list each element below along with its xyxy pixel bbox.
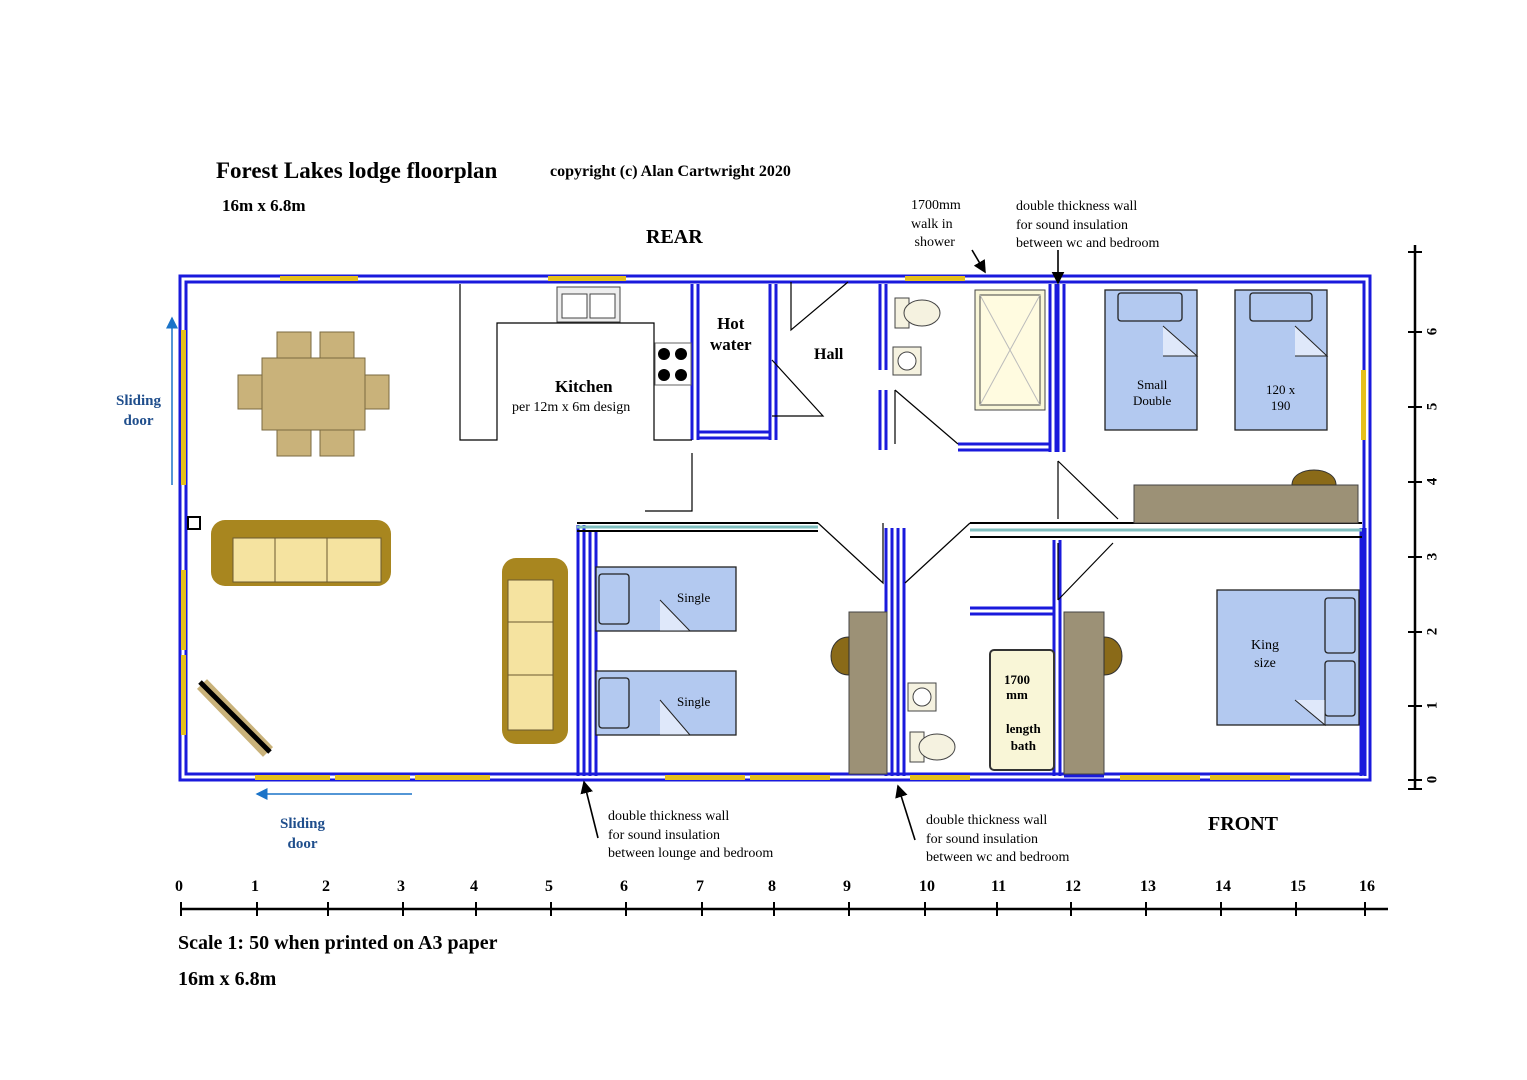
h-scale-label: 5 (545, 878, 553, 895)
v-scale-label: 1 (1424, 701, 1441, 710)
plan-title: Forest Lakes lodge floorplan (216, 158, 498, 183)
bathroom-fixtures (892, 289, 1055, 771)
dimensions-top: 16m x 6.8m (222, 196, 306, 215)
beds (595, 289, 1360, 736)
bed-single-2-label: Single (677, 694, 711, 709)
scale-text: Scale 1: 50 when printed on A3 paper (178, 932, 498, 954)
hot-water-label: Hot water (710, 314, 752, 354)
bath-type-label: length bath (1006, 721, 1041, 753)
bed-single-1-label: Single (677, 590, 711, 605)
h-scale-label: 3 (397, 878, 405, 895)
v-scale-label: 6 (1424, 327, 1441, 336)
h-scale-label: 15 (1290, 878, 1306, 895)
h-scale-label: 16 (1359, 878, 1375, 895)
h-scale-label: 8 (768, 878, 776, 895)
kitchen-note: per 12m x 6m design (512, 400, 631, 415)
note-bottom-right: double thickness wall for sound insulati… (926, 813, 1070, 865)
note-bottom-left: double thickness wall for sound insulati… (608, 809, 774, 861)
sink-icon (556, 286, 621, 323)
h-scale-label: 1 (251, 878, 259, 895)
v-scale-label: 0 (1424, 775, 1441, 784)
hob-icon (654, 342, 692, 386)
copyright: copyright (c) Alan Cartwright 2020 (550, 163, 791, 180)
h-scale-label: 10 (919, 878, 935, 895)
h-scale-label: 14 (1215, 878, 1231, 895)
note-top-right: double thickness wall for sound insulati… (1016, 199, 1160, 251)
kitchen-counter (459, 284, 692, 441)
h-scale-label: 7 (696, 878, 704, 895)
front-label: FRONT (1208, 813, 1278, 835)
h-scale-label: 12 (1065, 878, 1081, 895)
hall-label: Hall (814, 346, 844, 363)
dining-table (237, 331, 390, 457)
v-scale-label: 2 (1424, 627, 1441, 636)
h-scale-label: 13 (1140, 878, 1156, 895)
bed-small-double-label: Small Double (1133, 377, 1172, 408)
rear-label: REAR (646, 226, 703, 248)
door-swings (645, 281, 1119, 601)
chairs (830, 469, 1337, 676)
bath-size-label: 1700 mm (1004, 672, 1030, 702)
h-scale-label: 4 (470, 878, 478, 895)
note-arrows (580, 249, 1065, 841)
tv-unit (196, 679, 274, 757)
h-scale-label: 11 (991, 878, 1007, 895)
bed-king-label: King size (1251, 638, 1279, 671)
sliding-door-bottom-label: Sliding door (280, 816, 326, 852)
h-scale-label: 0 (175, 878, 183, 895)
v-scale-label: 5 (1424, 402, 1441, 411)
desks (848, 484, 1359, 775)
bed-120-label: 120 x 190 (1266, 382, 1296, 413)
v-scale-label: 4 (1424, 477, 1441, 486)
h-scale-label: 6 (620, 878, 628, 895)
v-scale-label: 3 (1424, 552, 1441, 561)
shower-note: 1700mm walk in shower (911, 198, 961, 250)
sliding-door-left-label: Sliding door (116, 393, 162, 429)
dimensions-bottom: 16m x 6.8m (178, 968, 277, 990)
sofa-vertical (502, 558, 568, 744)
kitchen-label: Kitchen (555, 377, 613, 396)
windows (181, 276, 1366, 780)
sofa-horizontal (211, 520, 391, 586)
h-scale-label: 2 (322, 878, 330, 895)
h-scale-label: 9 (843, 878, 851, 895)
interior-walls (576, 284, 1367, 778)
